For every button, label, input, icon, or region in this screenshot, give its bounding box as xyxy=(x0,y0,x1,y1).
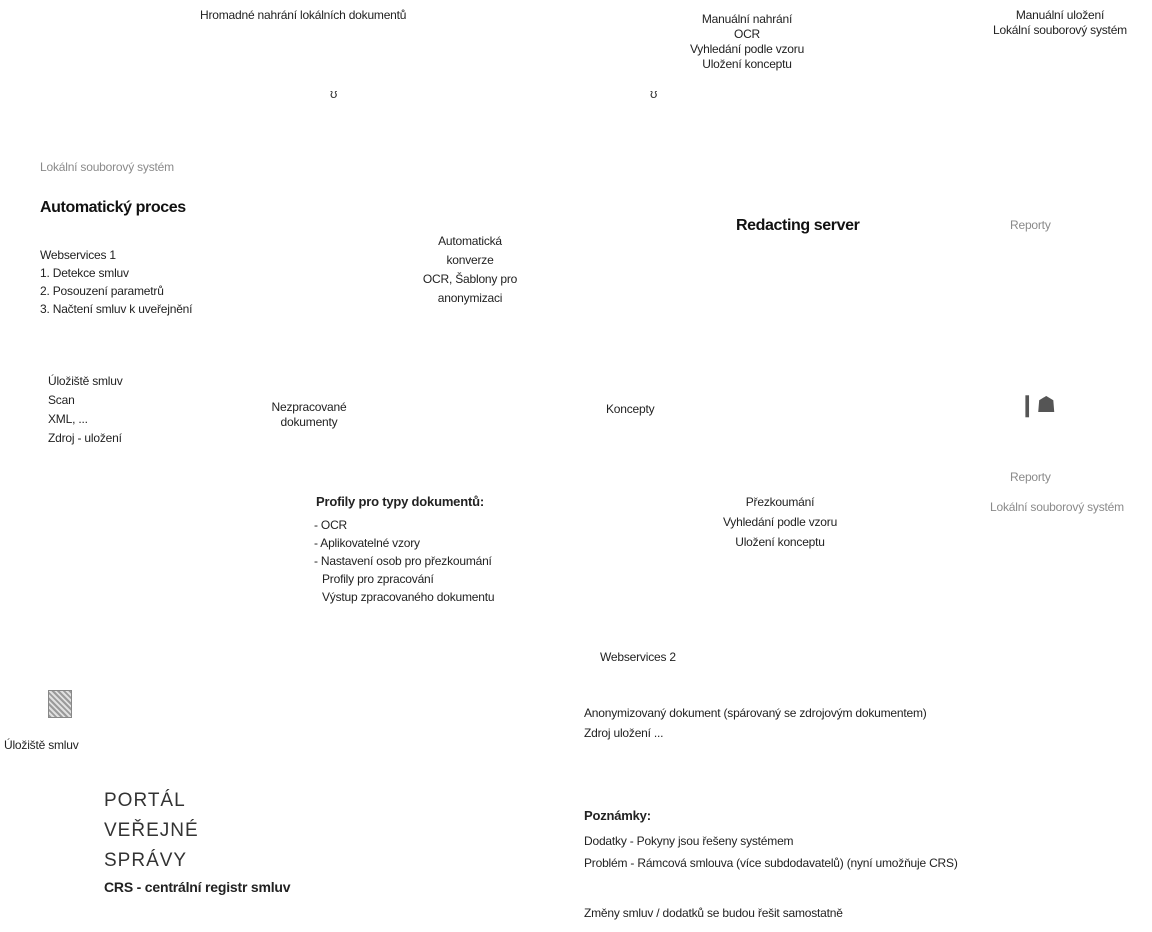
webservices-1-list: Webservices 1 1. Detekce smluv 2. Posouz… xyxy=(40,246,192,318)
document-icon: ʊ xyxy=(330,86,338,101)
notes-heading: Poznámky: xyxy=(584,808,651,823)
document-profiles-heading: Profily pro typy dokumentů: xyxy=(316,494,484,509)
notes-list: Dodatky - Pokyny jsou řešeny systémem Pr… xyxy=(584,830,958,874)
list-item: - OCR xyxy=(314,518,347,532)
node-unprocessed-documents: Nezpracované dokumenty xyxy=(271,400,347,429)
node-drafts: Koncepty xyxy=(606,402,655,416)
faint-caption: Lokální souborový systém xyxy=(40,160,174,174)
list-item: Webservices 1 xyxy=(40,248,116,262)
list-item: - Aplikovatelné vzory xyxy=(314,536,420,550)
contract-storage-list: Úložiště smluv Scan XML, ... Zdroj - ulo… xyxy=(48,372,123,448)
list-item: Profily pro zpracování xyxy=(322,572,434,586)
list-item: Scan xyxy=(48,393,75,407)
review-block: Přezkoumání Vyhledání podle vzoru Uložen… xyxy=(722,495,838,549)
document-icon: ʊ xyxy=(650,86,658,101)
list-item: XML, ... xyxy=(48,412,88,426)
anonymized-document-block: Anonymizovaný dokument (spárovaný se zdr… xyxy=(584,706,927,740)
contract-storage-icon xyxy=(48,690,72,718)
list-item: - Nastavení osob pro přezkoumání xyxy=(314,554,492,568)
section-heading-automatic-process: Automatický proces xyxy=(40,199,186,216)
list-item: 2. Posouzení parametrů xyxy=(40,284,164,298)
contract-storage-label: Úložiště smluv xyxy=(4,738,79,752)
list-item: 3. Načtení smluv k uveřejnění xyxy=(40,302,193,316)
faint-label-right: Reporty xyxy=(1010,470,1051,484)
list-item: Zdroj - uložení xyxy=(48,431,122,445)
reports-label: Reporty xyxy=(1010,218,1051,232)
list-item: Výstup zpracovaného dokumentu xyxy=(322,590,495,604)
list-item: Problém - Rámcová smlouva (více subdodav… xyxy=(584,856,958,870)
faint-label-right: Lokální souborový systém xyxy=(990,500,1124,514)
top-label-manual-save: Manuální uložení Lokální souborový systé… xyxy=(993,8,1127,37)
contract-changes-note: Změny smluv / dodatků se budou řešit sam… xyxy=(584,906,843,920)
webservices-2-label: Webservices 2 xyxy=(600,650,676,664)
automatic-conversion-label: Automatická konverze OCR, Šablony pro an… xyxy=(422,234,518,305)
redacting-server-label: Redacting server xyxy=(736,217,860,234)
document-stack-icon: ❙☗ xyxy=(1018,392,1057,417)
top-label-manual-upload: Manuální nahrání OCR Vyhledání podle vzo… xyxy=(689,12,805,71)
crs-registry-label: CRS - centrální registr smluv xyxy=(104,879,291,895)
list-item: Úložiště smluv xyxy=(48,374,123,388)
document-profiles-list: - OCR - Aplikovatelné vzory - Nastavení … xyxy=(314,516,495,606)
public-portal-title: PORTÁL VEŘEJNÉ SPRÁVY xyxy=(104,790,199,871)
list-item: 1. Detekce smluv xyxy=(40,266,129,280)
top-label-bulk-upload: Hromadné nahrání lokálních dokumentů xyxy=(200,8,407,22)
list-item: Dodatky - Pokyny jsou řešeny systémem xyxy=(584,834,794,848)
